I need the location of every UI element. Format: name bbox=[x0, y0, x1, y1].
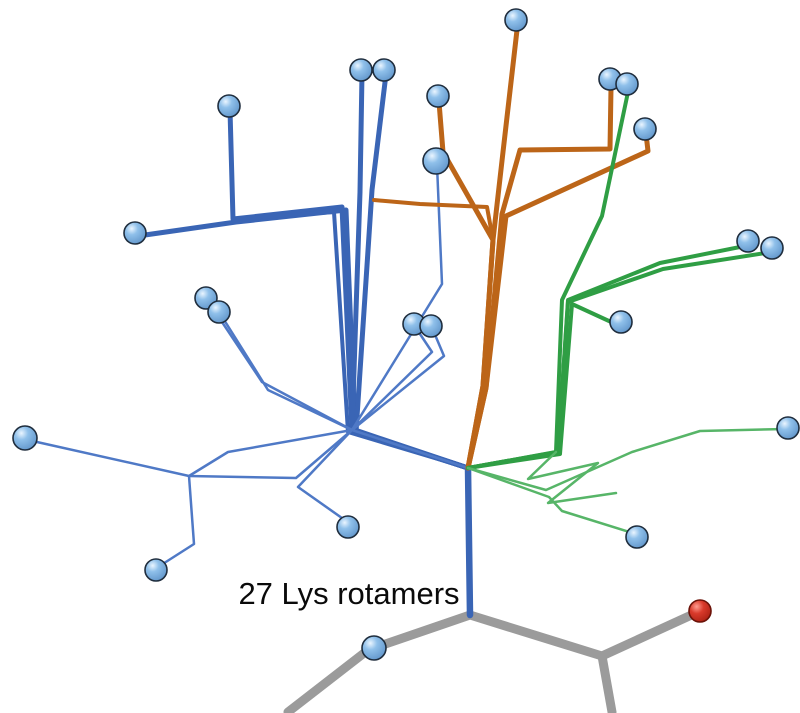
orange-rotamer-bond[interactable] bbox=[465, 131, 651, 471]
blue-rotamer-bond[interactable] bbox=[206, 299, 354, 432]
nitrogen-atom-sphere[interactable] bbox=[615, 72, 639, 96]
nitrogen-atom-sphere[interactable] bbox=[504, 8, 528, 32]
blue-rotamer-bond[interactable] bbox=[350, 326, 434, 432]
green-rotamer-bond[interactable] bbox=[466, 302, 624, 470]
nitrogen-atom-sphere[interactable] bbox=[336, 515, 360, 539]
bond-layer bbox=[26, 27, 787, 713]
backbone-carbonyl-bond[interactable] bbox=[597, 607, 703, 661]
backbone-bond[interactable] bbox=[283, 610, 617, 713]
blue-rotamer-bond[interactable] bbox=[219, 313, 354, 432]
blue-rotamer-bond[interactable] bbox=[231, 210, 470, 470]
nitrogen-atom-sphere[interactable] bbox=[207, 300, 231, 324]
nitrogen-atom-sphere[interactable] bbox=[633, 117, 657, 141]
nitrogen-atom-sphere[interactable] bbox=[419, 314, 443, 338]
nitrogen-atom-sphere[interactable] bbox=[736, 229, 760, 253]
green-rotamer-bond[interactable] bbox=[466, 427, 787, 492]
nitrogen-atom-sphere[interactable] bbox=[12, 425, 38, 451]
nitrogen-atom-sphere[interactable] bbox=[422, 147, 450, 175]
nitrogen-atom-sphere[interactable] bbox=[349, 58, 373, 82]
nitrogen-atom-sphere[interactable] bbox=[372, 58, 396, 82]
green-rotamer-bond[interactable] bbox=[526, 450, 618, 505]
green-rotamer-bond[interactable] bbox=[466, 250, 774, 470]
nitrogen-atom-sphere[interactable] bbox=[609, 310, 633, 334]
nitrogen-atom-sphere[interactable] bbox=[426, 84, 450, 108]
oxygen-atom-sphere[interactable] bbox=[688, 599, 712, 623]
nitrogen-atom-sphere[interactable] bbox=[760, 236, 784, 260]
nitrogen-atom-sphere[interactable] bbox=[123, 221, 147, 245]
green-rotamer-bond[interactable] bbox=[466, 243, 752, 470]
atom-layer bbox=[12, 8, 800, 661]
ca-cb-bond[interactable] bbox=[464, 464, 474, 619]
blue-rotamer-bond[interactable] bbox=[135, 207, 471, 471]
blue-rotamer-bond[interactable] bbox=[350, 328, 446, 432]
blue-rotamer-bond[interactable] bbox=[26, 428, 470, 480]
blue-rotamer-bond[interactable] bbox=[296, 428, 354, 525]
nitrogen-atom-sphere[interactable] bbox=[217, 94, 241, 118]
nitrogen-atom-sphere[interactable] bbox=[361, 635, 387, 661]
green-rotamer-bond[interactable] bbox=[466, 466, 638, 536]
nitrogen-atom-sphere[interactable] bbox=[144, 558, 168, 582]
nitrogen-atom-sphere[interactable] bbox=[776, 416, 800, 440]
nitrogen-atom-sphere[interactable] bbox=[625, 525, 649, 549]
rotamer-count-label: 27 Lys rotamers bbox=[238, 576, 459, 611]
blue-rotamer-bond[interactable] bbox=[349, 71, 471, 471]
orange-rotamer-bond[interactable] bbox=[372, 198, 495, 242]
blue-rotamer-bond[interactable] bbox=[156, 428, 354, 569]
